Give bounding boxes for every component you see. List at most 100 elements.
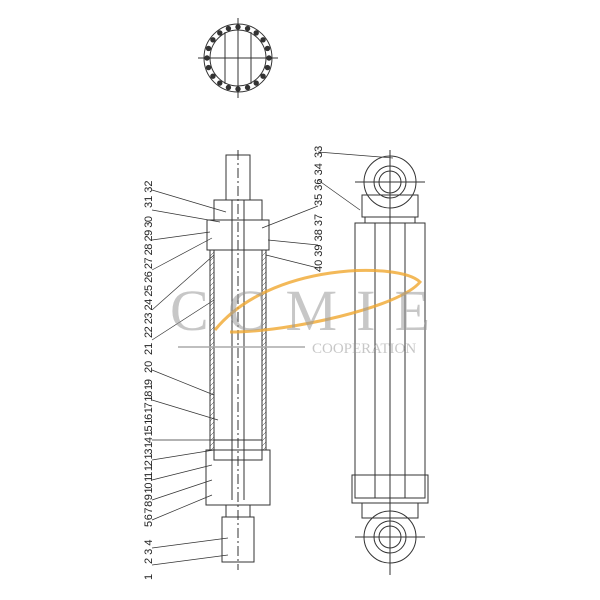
hatch-line: [261, 411, 267, 417]
bolt-hole: [225, 25, 232, 32]
svg-text:COOPERATION: COOPERATION: [312, 341, 416, 357]
bolt-hole: [235, 24, 241, 30]
hatch-line: [209, 281, 215, 287]
bolt-hole: [264, 45, 271, 52]
exterior-view: [351, 150, 429, 575]
hatch-line: [209, 361, 215, 367]
hatch-line: [209, 276, 215, 282]
hatch-line: [209, 366, 215, 372]
hatch-line: [261, 251, 267, 257]
watermark-logo: CCMIE COOPERATION: [170, 268, 430, 357]
hatch-line: [261, 361, 267, 367]
hatch-line: [209, 266, 215, 272]
hatch-line: [209, 351, 215, 357]
hatch-line: [209, 416, 215, 422]
hatch-line: [261, 386, 267, 392]
hatch-line: [209, 331, 215, 337]
end-view-flange: [198, 18, 278, 98]
hatch-line: [209, 386, 215, 392]
label-37-40: 40 39 38 37: [313, 214, 325, 272]
bolt-hole: [244, 84, 251, 91]
hatch-line: [261, 381, 267, 387]
bolt-hole: [260, 73, 266, 79]
hatch-line: [261, 351, 267, 357]
hatch-line: [261, 376, 267, 382]
bolt-hole: [217, 80, 223, 86]
hatch-line: [261, 436, 267, 442]
hatch-line: [209, 341, 215, 347]
hatch-line: [209, 401, 215, 407]
hatch-line: [261, 401, 267, 407]
hatch-line: [261, 396, 267, 402]
hatch-line: [209, 381, 215, 387]
hatch-line: [261, 276, 267, 282]
hatch-line: [209, 371, 215, 377]
bolt-hole: [266, 55, 272, 61]
hatch-line: [209, 336, 215, 342]
section-view: [205, 150, 271, 570]
bolt-hole: [204, 55, 210, 61]
hatch-line: [209, 441, 215, 447]
hatch-line: [261, 286, 267, 292]
hatch-line: [261, 426, 267, 432]
label-33: 33: [313, 146, 325, 158]
label-34-36: 35 36 34: [313, 163, 325, 206]
label-20: 20: [143, 361, 155, 373]
bolt-hole: [217, 30, 223, 36]
bolt-hole: [235, 86, 241, 92]
hatch-line: [261, 266, 267, 272]
bolt-hole: [260, 37, 266, 43]
hatch-line: [209, 421, 215, 427]
bolt-hole: [225, 84, 232, 91]
bolt-hole: [210, 73, 216, 79]
hatch-line: [261, 446, 267, 452]
hatch-line: [261, 271, 267, 277]
label-21: 21: [143, 343, 155, 355]
hatch-line: [209, 271, 215, 277]
svg-text:CCMIE: CCMIE: [170, 278, 430, 343]
label-2-4: 2 3 4: [143, 540, 155, 564]
hatch-line: [261, 321, 267, 327]
hatch-line: [209, 396, 215, 402]
hatch-line: [261, 406, 267, 412]
bolt-hole: [205, 45, 212, 52]
hatch-line: [209, 321, 215, 327]
hatch-line: [261, 421, 267, 427]
label-22-30: 22 23 24 25 26 27 28 29 30: [143, 216, 155, 338]
hatch-line: [209, 261, 215, 267]
hatch-line: [261, 431, 267, 437]
hatch-line: [261, 391, 267, 397]
hatch-line: [261, 281, 267, 287]
hatch-line: [261, 296, 267, 302]
hatch-line: [209, 406, 215, 412]
hatch-line: [261, 306, 267, 312]
bolt-hole: [264, 64, 271, 71]
hatch-line: [261, 416, 267, 422]
hatch-line: [209, 251, 215, 257]
hatch-line: [209, 326, 215, 332]
hatch-line: [209, 256, 215, 262]
hatch-line: [209, 311, 215, 317]
hatch-line: [209, 316, 215, 322]
hatch-line: [209, 431, 215, 437]
label-1: 1: [143, 574, 155, 580]
hatch-line: [261, 356, 267, 362]
hatch-line: [209, 286, 215, 292]
bolt-hole: [210, 37, 216, 43]
hatch-line: [209, 376, 215, 382]
hatch-line: [209, 411, 215, 417]
label-31-32: 31 32: [143, 180, 155, 208]
hatch-line: [261, 261, 267, 267]
hatch-line: [209, 306, 215, 312]
hatch-line: [209, 296, 215, 302]
hatch-line: [209, 356, 215, 362]
hatch-line: [209, 436, 215, 442]
hatch-line: [261, 371, 267, 377]
hatch-line: [209, 291, 215, 297]
bolt-hole: [205, 64, 212, 71]
hatch-line: [261, 336, 267, 342]
bolt-hole: [244, 25, 251, 32]
label-5-19: 5 6 7 8 9 10 11 12 13 14 15 16 17 18 19: [143, 379, 155, 527]
